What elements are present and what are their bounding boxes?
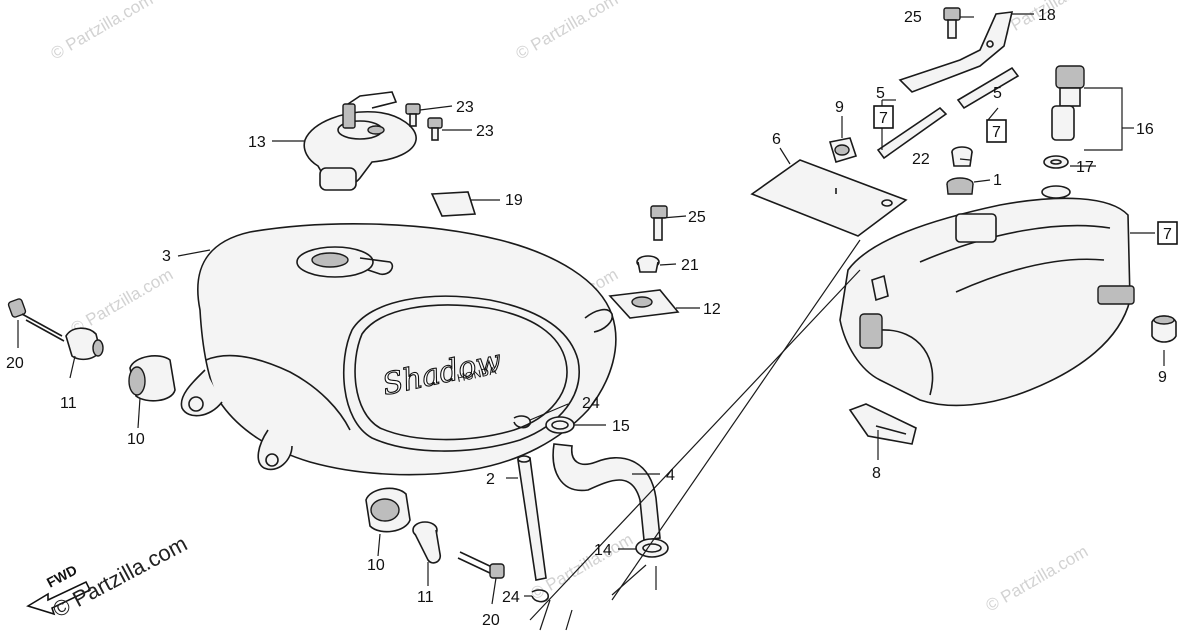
bracket-18[interactable] [898, 11, 1014, 93]
tube-5-left[interactable] [876, 106, 948, 160]
watermark: © Partzilla.com [48, 0, 157, 63]
callout-9: 9 [835, 99, 844, 116]
callout-13: 13 [248, 134, 266, 151]
grommet-9-right[interactable] [1151, 315, 1177, 343]
grommet-10-lower[interactable] [365, 487, 411, 533]
callout-25: 25 [904, 9, 922, 26]
cap-1[interactable] [946, 177, 974, 195]
callout-25: 25 [688, 209, 706, 226]
callout-11: 11 [417, 589, 434, 606]
boxed-callout-7-left: 7 [873, 105, 894, 129]
callout-15: 15 [612, 418, 630, 435]
callout-14: 14 [594, 542, 612, 559]
callout-20: 20 [482, 612, 500, 629]
clamp-15[interactable] [545, 416, 575, 434]
grommet-10-left[interactable] [128, 355, 176, 402]
callout-8: 8 [872, 465, 881, 482]
callout-3: 3 [162, 248, 171, 265]
watermark: © Partzilla.com [983, 542, 1092, 616]
callout-10: 10 [127, 431, 145, 448]
level-switch-16[interactable] [1051, 65, 1085, 141]
clip-24-lower[interactable] [531, 589, 549, 603]
collar-11-lower[interactable] [412, 521, 442, 564]
callout-22: 22 [912, 151, 930, 168]
watermark: © Partzilla.com [68, 265, 177, 339]
bracket-12[interactable] [608, 289, 680, 319]
fuel-cap-assembly[interactable] [303, 91, 417, 191]
collar-21[interactable] [636, 255, 660, 273]
callout-18: 18 [1038, 7, 1056, 24]
tube-5-right[interactable] [956, 66, 1020, 110]
cap-22[interactable] [951, 146, 973, 167]
pad-19[interactable] [430, 191, 477, 217]
boxed-callout-7-right: 7 [1157, 221, 1178, 245]
svg-text:7: 7 [992, 124, 1001, 141]
leader-lines [17, 13, 1165, 631]
reservoir-tank[interactable] [839, 185, 1135, 407]
callout-4: 4 [666, 467, 675, 484]
bolt-23-b[interactable] [427, 117, 443, 141]
callout-labels: 3 13 23 23 19 25 21 12 20 11 10 10 11 20… [6, 7, 1167, 629]
callout-11: 11 [60, 395, 77, 412]
clip-24-upper[interactable] [513, 415, 531, 429]
grommet-9-top[interactable] [828, 137, 858, 163]
callout-12: 12 [703, 301, 721, 318]
collar-11-left[interactable] [65, 327, 104, 361]
callout-2: 2 [486, 471, 495, 488]
fwd-arrow-icon [26, 580, 92, 616]
svg-text:7: 7 [1163, 226, 1172, 243]
boxed-callout-7-center: 7 [986, 119, 1007, 143]
bolt-23-a[interactable] [405, 103, 421, 127]
plate-6[interactable] [750, 159, 908, 237]
callout-16: 16 [1136, 121, 1154, 138]
callout-10: 10 [367, 557, 385, 574]
bolt-20-left[interactable] [7, 298, 65, 342]
hose-4[interactable] [552, 443, 661, 541]
callout-5: 5 [876, 85, 885, 102]
callout-6: 6 [772, 131, 781, 148]
callout-9: 9 [1158, 369, 1167, 386]
callout-17: 17 [1076, 159, 1094, 176]
callout-19: 19 [505, 192, 523, 209]
svg-text:7: 7 [879, 110, 888, 127]
callout-23: 23 [456, 99, 474, 116]
callout-23: 23 [476, 123, 494, 140]
callout-24: 24 [502, 589, 520, 606]
hose-2[interactable] [517, 455, 547, 581]
callout-20: 20 [6, 355, 24, 372]
bolt-25-top[interactable] [943, 7, 961, 39]
bracket-8[interactable] [848, 403, 917, 445]
watermark: © Partzilla.com [513, 0, 622, 63]
callout-21: 21 [681, 257, 699, 274]
callout-5: 5 [993, 85, 1002, 102]
callout-24: 24 [582, 395, 600, 412]
bolt-25-center[interactable] [650, 205, 668, 241]
washer-17[interactable] [1043, 155, 1069, 169]
fuel-tank[interactable]: Shadow HONDA [180, 223, 617, 476]
bolt-20-lower[interactable] [457, 551, 505, 579]
callout-1: 1 [993, 172, 1002, 189]
